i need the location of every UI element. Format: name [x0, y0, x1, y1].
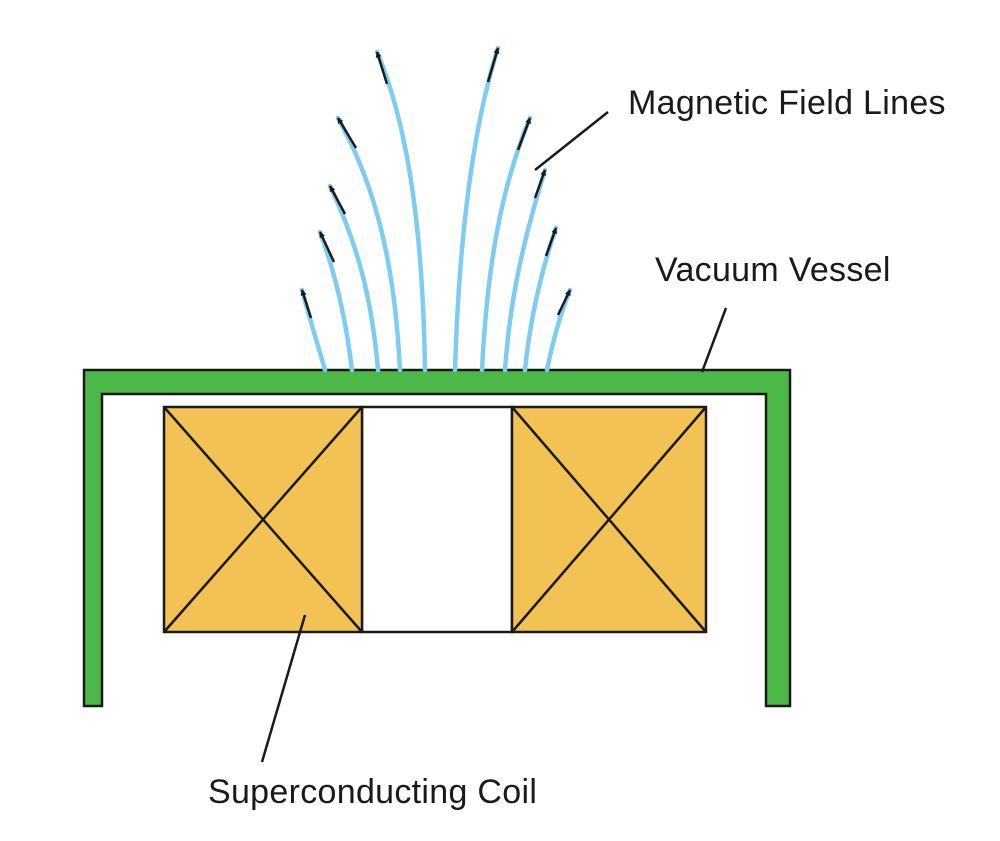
field-lines-label: Magnetic Field Lines: [628, 84, 946, 122]
field-line-4: [335, 115, 403, 373]
field-line-3: [327, 183, 381, 373]
field-lines-leader: [534, 111, 609, 171]
coil-right: [510, 405, 708, 634]
arrowhead-icon: [375, 51, 389, 85]
field-line-6: [452, 45, 501, 373]
arrowhead-icon: [336, 117, 358, 149]
coil-leader: [260, 614, 307, 763]
arrowhead-icon: [328, 185, 347, 215]
vacuum-vessel-label: Vacuum Vessel: [655, 251, 891, 289]
arrowhead-icon: [533, 169, 547, 199]
field-line-5: [374, 49, 428, 373]
arrowhead-icon: [300, 289, 313, 319]
arrowhead-icon: [318, 231, 336, 263]
vessel-leader: [700, 307, 728, 373]
field-line-2: [317, 229, 355, 373]
superconducting-coil-label: Superconducting Coil: [208, 773, 537, 811]
arrowhead-icon: [486, 47, 500, 83]
vacuum-vessel-shape: [82, 368, 792, 708]
arrowhead-icon: [544, 227, 558, 257]
field-line-8: [502, 167, 548, 373]
coil-bore: [360, 405, 514, 634]
field-line-arrows: [300, 47, 572, 319]
arrowhead-icon: [556, 289, 572, 316]
arrowhead-icon: [516, 117, 532, 151]
coil-left: [162, 405, 364, 634]
field-line-10: [544, 287, 573, 373]
magnetic-field-lines: [299, 45, 573, 373]
